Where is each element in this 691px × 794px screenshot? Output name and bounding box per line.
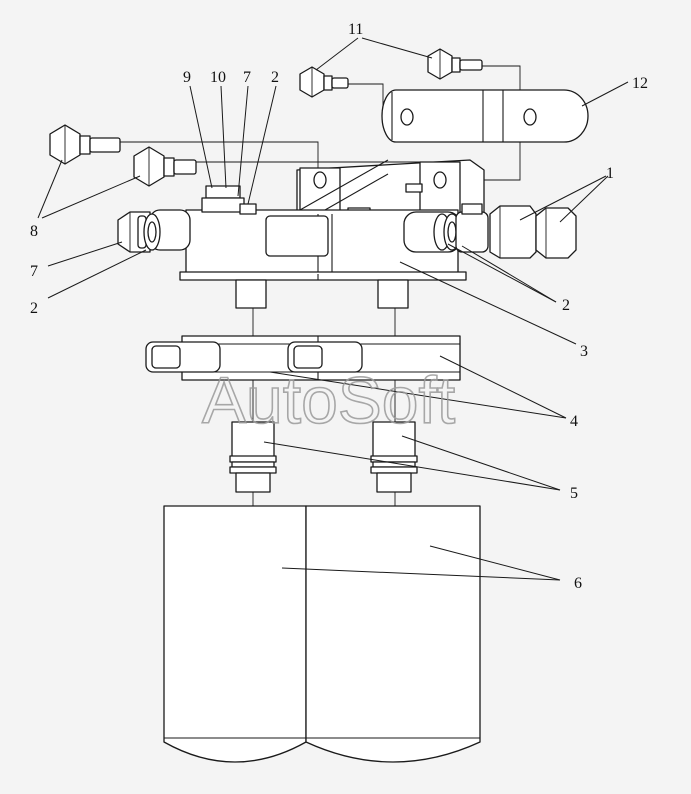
callout-labels: 11 12 9 10 7 2 8 7 2 1 2 3 4 5 6: [30, 21, 648, 592]
bolt-8-lower: [133, 146, 197, 187]
leader-lines: [37, 37, 629, 581]
callout-7-left: 7: [30, 263, 38, 280]
callout-3: 3: [580, 343, 588, 360]
callout-5: 5: [570, 485, 578, 502]
outlet-union-1: [433, 203, 577, 259]
bolt-11-left: [299, 66, 349, 98]
watermark-logo: AutoSoft: [202, 363, 455, 437]
mounting-bracket-12: [381, 89, 589, 143]
sealing-ring-4: [145, 335, 461, 381]
connecting-nipple-5-left: [229, 421, 277, 493]
callout-9: 9: [183, 69, 191, 86]
bolt-11-right: [427, 48, 483, 80]
callout-4: 4: [570, 413, 578, 430]
callout-2-left: 2: [30, 300, 38, 317]
callout-1: 1: [606, 165, 614, 182]
callout-6: 6: [574, 575, 582, 592]
callout-7-top: 7: [243, 69, 251, 86]
bolt-8-upper: [49, 124, 121, 165]
callout-10: 10: [210, 69, 226, 86]
inlet-union-7: [117, 211, 161, 253]
callout-8: 8: [30, 223, 38, 240]
head-stems: [235, 279, 409, 309]
callout-11: 11: [348, 21, 363, 38]
callout-12: 12: [632, 75, 648, 92]
filter-head-3: [149, 159, 485, 281]
filter-element-6: [163, 505, 481, 763]
callout-2-top: 2: [271, 69, 279, 86]
callout-2-right: 2: [562, 297, 570, 314]
